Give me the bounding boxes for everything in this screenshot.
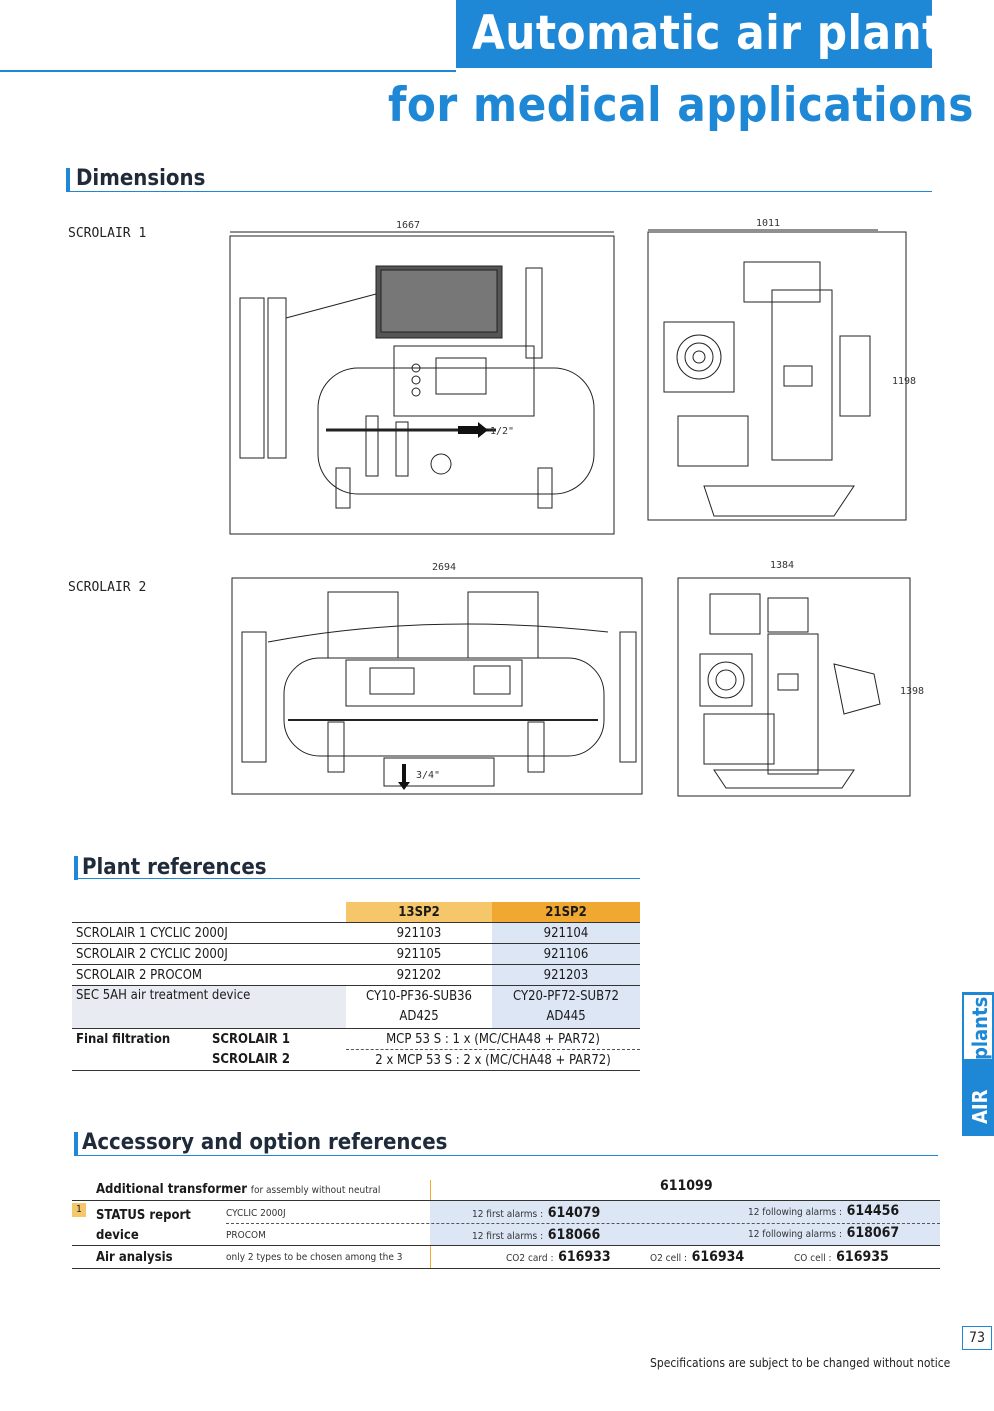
scrolair2-height-dim: 1398 bbox=[900, 686, 925, 697]
transformer-ref: 611099 bbox=[660, 1178, 713, 1194]
scrolair1-front-drawing: 1/2" bbox=[226, 218, 620, 538]
transformer-label: Additional transformer bbox=[96, 1182, 248, 1197]
plant-references-rule bbox=[74, 878, 640, 879]
scrolair2-width-dim: 2694 bbox=[432, 562, 457, 573]
scrolair1-outlet-label: 1/2" bbox=[490, 426, 514, 437]
co-label: CO cell : bbox=[794, 1253, 832, 1264]
final-filtration-s2-value: 2 x MCP 53 S : 2 x (MC/CHA48 + PAR72) bbox=[346, 1049, 640, 1071]
cyclic-following-ref: 614456 bbox=[846, 1203, 900, 1219]
o2-ref: 616934 bbox=[691, 1249, 745, 1265]
transformer-note: for assembly without neutral bbox=[250, 1185, 381, 1196]
table-header-row: 13SP2 21SP2 bbox=[72, 902, 640, 923]
row-rule bbox=[72, 1200, 940, 1201]
scrolair2-front-drawing: 3/4" bbox=[228, 572, 646, 800]
ref-13sp2: 921202 bbox=[346, 964, 492, 986]
scrolair2-depth-dim: 1384 bbox=[770, 560, 795, 571]
header-rule bbox=[0, 70, 456, 72]
row-rule bbox=[226, 1223, 940, 1225]
table-row: SCROLAIR 2 PROCOM 921202 921203 bbox=[72, 964, 640, 986]
side-tab-plants: plants bbox=[968, 996, 992, 1060]
status-badge: 1 bbox=[72, 1203, 86, 1217]
scrolair2-outlet-label: 3/4" bbox=[416, 770, 440, 781]
procom-first-ref: 618066 bbox=[547, 1227, 601, 1243]
row-label: SEC 5AH air treatment device bbox=[72, 985, 346, 1029]
final-filtration-s2-label: SCROLAIR 2 bbox=[212, 1052, 291, 1068]
table-row: SCROLAIR 2 CYCLIC 2000J 921105 921106 bbox=[72, 943, 640, 965]
dimensions-heading: Dimensions bbox=[76, 166, 206, 191]
row-rule bbox=[72, 1268, 940, 1269]
ref-13sp2: CY10-PF36-SUB36 bbox=[366, 989, 472, 1004]
scrolair1-side-drawing bbox=[644, 226, 910, 524]
row-label: SCROLAIR 2 PROCOM bbox=[72, 964, 346, 986]
ref-13sp2: 921103 bbox=[346, 922, 492, 944]
table-row: SCROLAIR 1 CYCLIC 2000J 921103 921104 bbox=[72, 922, 640, 944]
following-alarms-label: 12 following alarms : bbox=[748, 1229, 842, 1240]
col-header-13sp2: 13SP2 bbox=[346, 902, 492, 923]
table-row: SEC 5AH air treatment device CY10-PF36-S… bbox=[72, 985, 640, 1029]
title-band bbox=[456, 0, 932, 68]
status-procom-label: PROCOM bbox=[226, 1230, 266, 1241]
table-row: SCROLAIR 2 2 x MCP 53 S : 2 x (MC/CHA48 … bbox=[72, 1049, 640, 1071]
scrolair2-side-drawing bbox=[674, 574, 914, 800]
page-title-line2: for medical applications bbox=[388, 78, 974, 133]
ref-21sp2: CY20-PF72-SUB72 bbox=[513, 989, 619, 1004]
co2-ref: 616933 bbox=[558, 1249, 611, 1265]
scrolair1-label: SCROLAIR 1 bbox=[68, 226, 147, 241]
final-filtration-label: Final filtration bbox=[76, 1031, 171, 1047]
row-rule bbox=[72, 1245, 940, 1246]
scrolair1-width-dim: 1667 bbox=[396, 220, 421, 231]
page-number: 73 bbox=[962, 1326, 992, 1350]
ref-21sp2: 921104 bbox=[492, 922, 640, 944]
section-marker bbox=[74, 856, 78, 880]
ref-21sp2: 921106 bbox=[492, 943, 640, 965]
scrolair1-height-dim: 1198 bbox=[892, 376, 917, 387]
section-marker bbox=[74, 1132, 78, 1156]
o2-label: O2 cell : bbox=[650, 1253, 688, 1264]
status-cyclic-label: CYCLIC 2000J bbox=[226, 1208, 286, 1219]
cyclic-first-ref: 614079 bbox=[547, 1205, 601, 1221]
status-label-2: device bbox=[96, 1228, 139, 1243]
co-ref: 616935 bbox=[836, 1249, 889, 1265]
final-filtration-s1-value: MCP 53 S : 1 x (MC/CHA48 + PAR72) bbox=[346, 1028, 640, 1050]
ref-21sp2-b: AD445 bbox=[546, 1009, 586, 1024]
co2-label: CO2 card : bbox=[506, 1253, 554, 1264]
following-alarms-label: 12 following alarms : bbox=[748, 1207, 842, 1218]
section-marker bbox=[66, 168, 70, 192]
table-row: Final filtration SCROLAIR 1 MCP 53 S : 1 … bbox=[72, 1028, 640, 1050]
first-alarms-label: 12 first alarms : bbox=[472, 1231, 544, 1242]
row-label: SCROLAIR 2 CYCLIC 2000J bbox=[72, 943, 346, 965]
ref-13sp2-b: AD425 bbox=[399, 1009, 439, 1024]
air-analysis-note: only 2 types to be chosen among the 3 bbox=[226, 1252, 403, 1263]
final-filtration-s1-label: SCROLAIR 1 bbox=[212, 1031, 291, 1047]
side-tab-air: AIR bbox=[968, 1089, 992, 1124]
status-label-1: STATUS report bbox=[96, 1208, 191, 1223]
ref-13sp2: 921105 bbox=[346, 943, 492, 965]
ref-21sp2: 921203 bbox=[492, 964, 640, 986]
col-header-21sp2: 21SP2 bbox=[492, 902, 640, 923]
scrolair1-depth-dim: 1011 bbox=[756, 218, 781, 229]
first-alarms-label: 12 first alarms : bbox=[472, 1209, 544, 1220]
procom-following-ref: 618067 bbox=[846, 1225, 900, 1241]
accessory-references-heading: Accessory and option references bbox=[82, 1130, 448, 1155]
accessory-references-rule bbox=[74, 1155, 938, 1156]
plant-references-table: 13SP2 21SP2 SCROLAIR 1 CYCLIC 2000J 9211… bbox=[72, 902, 640, 1071]
air-analysis-label: Air analysis bbox=[96, 1250, 173, 1265]
side-tab-plants-box bbox=[963, 994, 993, 1060]
row-label: SCROLAIR 1 CYCLIC 2000J bbox=[72, 922, 346, 944]
plant-references-heading: Plant references bbox=[82, 855, 267, 880]
page-title-line1: Automatic air plants bbox=[472, 6, 969, 61]
dimensions-rule bbox=[66, 191, 932, 192]
scrolair2-label: SCROLAIR 2 bbox=[68, 580, 147, 595]
footer-note: Specifications are subject to be changed… bbox=[650, 1356, 951, 1370]
